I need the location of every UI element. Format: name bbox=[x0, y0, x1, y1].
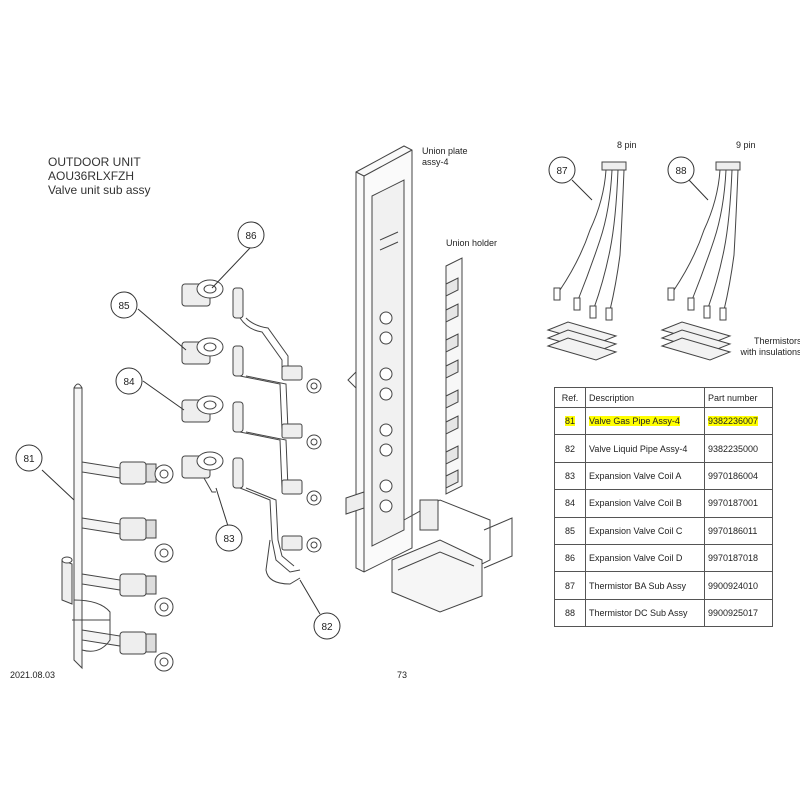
thermistor-harness-88 bbox=[660, 161, 741, 361]
row-part-number: 9970187018 bbox=[708, 553, 759, 564]
footer-date: 2021.08.03 bbox=[10, 670, 56, 680]
callout-84: 84 bbox=[115, 367, 143, 395]
row-part-number: 9382236007 bbox=[708, 416, 759, 427]
union-holder-clip bbox=[445, 359, 459, 379]
union-holder-clip bbox=[445, 389, 459, 409]
diagram-header: OUTDOOR UNIT AOU36RLXFZH Valve unit sub … bbox=[48, 155, 151, 197]
header-line-2: AOU36RLXFZH bbox=[48, 169, 135, 183]
union-plate-hole bbox=[379, 367, 393, 401]
union-plate-label: Union plate assy-4 bbox=[422, 146, 468, 167]
row-part-number: 9900925017 bbox=[708, 607, 759, 618]
expansion-valve-coil-84 bbox=[181, 395, 224, 423]
row-part-number: 9970186004 bbox=[708, 470, 759, 481]
row-description: Expansion Valve Coil B bbox=[589, 498, 682, 509]
svg-text:88: 88 bbox=[675, 166, 687, 177]
col-description: Description bbox=[585, 387, 705, 408]
row-part-number: 9382235000 bbox=[708, 443, 759, 454]
expansion-valve-coil-83 bbox=[181, 451, 224, 493]
row-description: Valve Liquid Pipe Assy-4 bbox=[589, 443, 688, 454]
union-holder-clip bbox=[445, 445, 459, 465]
gas-pipe-branch bbox=[81, 573, 174, 617]
row-description: Expansion Valve Coil D bbox=[589, 553, 683, 564]
row-part-number: 9900924010 bbox=[708, 580, 759, 591]
union-holder-clip bbox=[445, 333, 459, 353]
row-ref: 88 bbox=[564, 607, 575, 618]
page-number: 73 bbox=[397, 670, 408, 680]
callout-88: 88 bbox=[667, 156, 695, 184]
row-part-number: 9970187001 bbox=[708, 498, 759, 509]
header-line-1: OUTDOOR UNIT bbox=[48, 155, 141, 169]
svg-text:81: 81 bbox=[23, 454, 35, 465]
table-row: 82 Valve Liquid Pipe Assy-4 9382235000 bbox=[554, 434, 773, 463]
row-ref: 83 bbox=[564, 470, 575, 481]
col-part-number: Part number bbox=[704, 387, 773, 408]
expansion-valve-coil-86 bbox=[181, 279, 224, 307]
row-description: Expansion Valve Coil C bbox=[589, 525, 683, 536]
svg-text:84: 84 bbox=[123, 377, 135, 388]
svg-text:85: 85 bbox=[118, 301, 130, 312]
union-holder-label: Union holder bbox=[446, 238, 498, 248]
header-line-3: Valve unit sub assy bbox=[48, 183, 151, 197]
pin8-label: 8 pin bbox=[617, 140, 637, 150]
union-holder-clip bbox=[445, 303, 459, 323]
row-ref: 87 bbox=[564, 580, 575, 591]
table-row: 86 Expansion Valve Coil D 9970187018 bbox=[554, 543, 773, 573]
union-plate-hole bbox=[379, 423, 393, 457]
liquid-pipe-assembly-82 bbox=[232, 287, 322, 585]
row-description: Thermistor BA Sub Assy bbox=[589, 580, 687, 591]
col-ref: Ref. bbox=[554, 387, 586, 408]
row-description: Valve Gas Pipe Assy-4 bbox=[589, 416, 680, 427]
table-row: 81 Valve Gas Pipe Assy-4 9382236007 bbox=[554, 406, 773, 436]
union-holder-clip bbox=[445, 277, 459, 297]
leader-lines bbox=[41, 179, 709, 615]
row-description: Expansion Valve Coil A bbox=[589, 470, 682, 481]
row-ref: 85 bbox=[564, 525, 575, 536]
table-row: 83 Expansion Valve Coil A 9970186004 bbox=[554, 461, 773, 491]
row-ref: 84 bbox=[564, 498, 575, 509]
callout-86: 86 bbox=[237, 221, 265, 249]
parts-table: Ref. Description Part number 81 Valve Ga… bbox=[554, 387, 773, 628]
callout-82: 82 bbox=[313, 612, 341, 640]
callout-81: 81 bbox=[15, 444, 43, 472]
svg-text:87: 87 bbox=[556, 166, 568, 177]
row-description: Thermistor DC Sub Assy bbox=[589, 607, 688, 618]
gas-pipe-branch bbox=[81, 517, 174, 563]
union-plate-hole bbox=[379, 311, 393, 345]
svg-text:86: 86 bbox=[245, 231, 257, 242]
table-row: 87 Thermistor BA Sub Assy 9900924010 bbox=[554, 571, 773, 600]
table-row: 84 Expansion Valve Coil B 9970187001 bbox=[554, 489, 773, 518]
row-ref: 86 bbox=[564, 553, 575, 564]
callout-83: 83 bbox=[215, 524, 243, 552]
union-plate-hole bbox=[379, 479, 393, 513]
union-holder-clip bbox=[445, 469, 459, 489]
parts-table-header: Ref. Description Part number bbox=[554, 387, 773, 408]
row-ref: 81 bbox=[564, 416, 575, 427]
svg-text:82: 82 bbox=[321, 622, 333, 633]
callout-87: 87 bbox=[548, 156, 576, 184]
union-holder-clip bbox=[445, 415, 459, 435]
table-row: 85 Expansion Valve Coil C 9970186011 bbox=[554, 516, 773, 545]
thermistors-label: Thermistors with insulations bbox=[740, 336, 800, 357]
expansion-valve-coil-85 bbox=[181, 337, 224, 365]
gas-pipe-assembly-81 bbox=[61, 383, 174, 672]
row-part-number: 9970186011 bbox=[708, 525, 758, 536]
row-ref: 82 bbox=[564, 443, 575, 454]
union-plate-assy bbox=[345, 145, 513, 613]
pin9-label: 9 pin bbox=[736, 140, 756, 150]
svg-text:83: 83 bbox=[223, 534, 235, 545]
union-holder bbox=[445, 257, 463, 495]
gas-pipe-branch bbox=[81, 629, 174, 672]
table-row: 88 Thermistor DC Sub Assy 9900925017 bbox=[554, 598, 773, 628]
callout-85: 85 bbox=[110, 291, 138, 319]
gas-pipe-branch bbox=[81, 461, 174, 485]
thermistor-harness-87 bbox=[546, 161, 627, 361]
